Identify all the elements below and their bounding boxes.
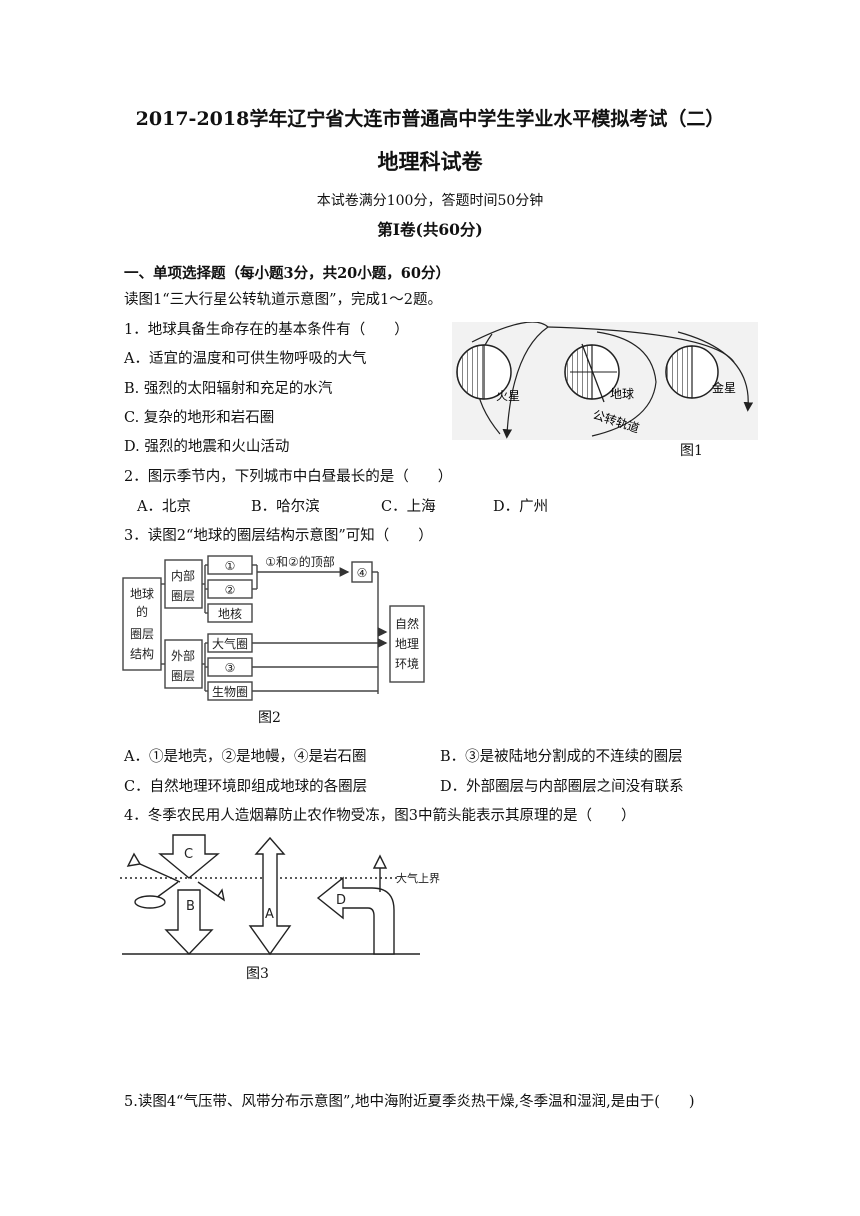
inner-label-2: 圈层 xyxy=(171,589,195,603)
item-4: ④ xyxy=(357,566,368,580)
arrow-c xyxy=(158,834,220,879)
top-label: ①和②的顶部 xyxy=(265,554,335,569)
figure-1-caption: 图1 xyxy=(680,443,703,459)
q2-option-b: B．哈尔滨 xyxy=(251,499,320,515)
earth-label: 地球 xyxy=(610,387,634,401)
env-label-2: 地理 xyxy=(395,637,419,651)
root-label-4: 结构 xyxy=(130,646,154,661)
q3-option-a: A．①是地壳，②是地幔，④是岩石圈 xyxy=(124,749,367,765)
q1-option-a: A．适宜的温度和可供生物呼吸的大气 xyxy=(124,351,367,367)
q3-stem: 3．读图2“地球的圈层结构示意图”可知（ ） xyxy=(124,528,433,544)
item-1: ① xyxy=(225,559,236,573)
cloud-icon xyxy=(134,895,166,909)
env-box xyxy=(389,605,425,683)
root-label-2: 的 xyxy=(136,604,148,619)
q2-option-c: C．上海 xyxy=(381,499,436,515)
arrow-a-label: A xyxy=(265,907,274,922)
outer-label-1: 外部 xyxy=(171,648,195,663)
q3-option-d: D．外部圈层与内部圈层之间没有联系 xyxy=(440,779,684,795)
q1-option-d: D. 强烈的地震和火山活动 xyxy=(124,439,290,455)
root-box xyxy=(122,577,162,671)
q4-stem: 4．冬季农民用人造烟幕防止农作物受冻，图3中箭头能表示其原理的是（ ） xyxy=(124,808,636,824)
arrow-b-label: B xyxy=(186,899,195,914)
q1-option-b: B. 强烈的太阳辐射和充足的水汽 xyxy=(124,381,333,397)
figure-1-orbits: 火星 地球 金星 公转轨道 xyxy=(452,322,758,440)
item-biosphere: 生物圈 xyxy=(212,685,248,699)
item-2: ② xyxy=(225,583,236,597)
q2-stem: 2．图示季节内，下列城市中白昼最长的是（ ） xyxy=(124,469,453,485)
mars-label: 火星 xyxy=(496,389,520,403)
arrow-d xyxy=(316,876,395,955)
arrow-a xyxy=(248,836,292,956)
item-atmosphere: 大气圈 xyxy=(212,636,248,651)
arrow-c-label: C xyxy=(184,847,193,862)
env-label-1: 自然 xyxy=(395,616,419,631)
q2-option-d: D．广州 xyxy=(493,499,549,515)
arrow-b xyxy=(164,889,214,956)
q5-stem: 5.读图4“气压带、风带分布示意图”,地中海附近夏季炎热干燥,冬季温和湿润,是由… xyxy=(124,1094,695,1110)
q1-stem: 1．地球具备生命存在的基本条件有（ ） xyxy=(124,322,409,338)
q3-option-b: B．③是被陆地分割成的不连续的圈层 xyxy=(440,749,683,765)
figure-3-caption: 图3 xyxy=(246,966,269,982)
q2-option-a: A．北京 xyxy=(137,499,191,515)
item-3: ③ xyxy=(225,661,236,675)
q1-option-c: C. 复杂的地形和岩石圈 xyxy=(124,410,275,426)
q3-option-c: C．自然地理环境即组成地球的各圈层 xyxy=(124,779,368,795)
exam-title: 2017-2018学年辽宁省大连市普通高中学生学业水平模拟考试（二） xyxy=(135,108,725,130)
figure-3-arrows: C B A D 大气上界 xyxy=(120,834,440,956)
root-label-1: 地球 xyxy=(130,587,154,601)
subject-title: 地理科试卷 xyxy=(377,149,483,174)
section-heading: 一、单项选择题（每小题3分，共20小题，60分） xyxy=(124,265,450,282)
atmosphere-top-label: 大气上界 xyxy=(396,871,440,885)
figure-2-caption: 图2 xyxy=(258,710,281,726)
inner-label-1: 内部 xyxy=(171,568,195,583)
figure-2-sphere-structure: 地球 的 圈层 结构 内部 圈层 外部 圈层 ① ② 地核 大气圈 ③ 生物圈 … xyxy=(122,554,425,701)
venus-label: 金星 xyxy=(712,380,736,395)
section-intro: 读图1“三大行星公转轨道示意图”，完成1～2题。 xyxy=(124,292,442,308)
exam-info: 本试卷满分100分，答题时间50分钟 xyxy=(316,193,544,209)
arrow-d-label: D xyxy=(336,893,346,908)
item-core: 地核 xyxy=(218,607,242,621)
env-label-3: 环境 xyxy=(395,656,419,671)
part-title: 第Ⅰ卷(共60分) xyxy=(377,220,483,239)
outer-label-2: 圈层 xyxy=(171,669,195,683)
root-label-3: 圈层 xyxy=(130,627,154,641)
